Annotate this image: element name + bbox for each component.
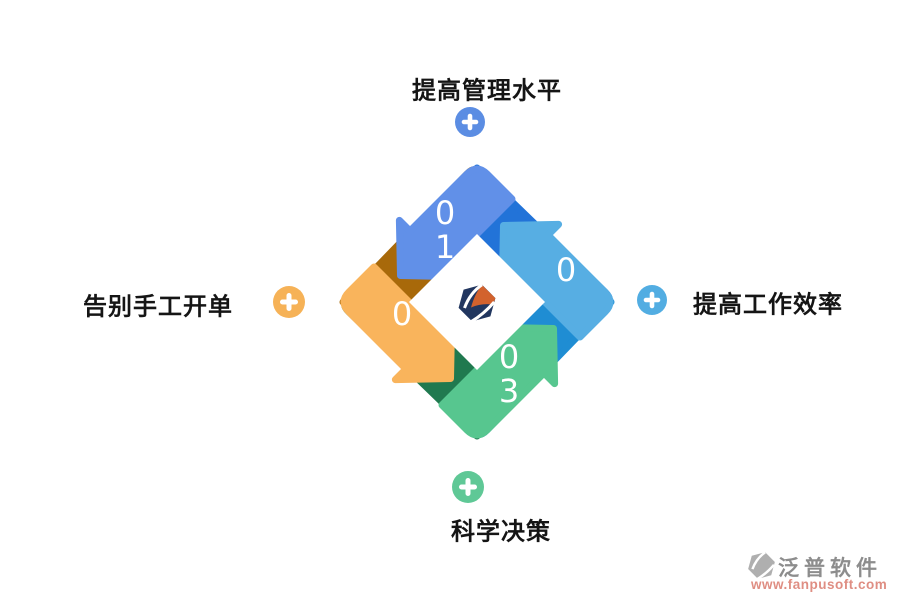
- label-top: 提高管理水平: [412, 78, 562, 105]
- label-right: 提高工作效率: [693, 292, 843, 319]
- step-numbers: 0 1 0 0 3 0: [392, 194, 576, 410]
- step-01-digit-bottom: 1: [435, 228, 455, 266]
- watermark: 泛普软件 www.fanpusoft.com: [745, 551, 895, 597]
- plus-icon-top: [455, 107, 485, 137]
- label-bottom: 科学决策: [451, 519, 551, 546]
- step-02-digit-top: 0: [556, 251, 576, 289]
- plus-icon: [452, 471, 484, 503]
- plus-icon-right: [637, 285, 667, 315]
- plus-icon: [455, 107, 485, 137]
- step-03-digit-bottom: 3: [499, 372, 519, 410]
- label-left: 告别手工开单: [83, 294, 233, 321]
- watermark-url: www.fanpusoft.com: [751, 577, 888, 592]
- watermark-brand: 泛普软件: [778, 556, 882, 580]
- plus-icon: [273, 286, 305, 318]
- cycle-arrows-diagram: 0 1 0 0 3 0: [317, 142, 637, 462]
- plus-icon-left: [273, 286, 305, 318]
- step-03-digit-top: 0: [499, 338, 519, 376]
- step-04-digit-top: 0: [392, 295, 412, 333]
- watermark-logo-icon: [748, 551, 775, 580]
- plus-icon: [637, 285, 667, 315]
- center-logo: [458, 283, 496, 324]
- plus-icon-bottom: [452, 471, 484, 503]
- step-01-digit-top: 0: [435, 194, 455, 232]
